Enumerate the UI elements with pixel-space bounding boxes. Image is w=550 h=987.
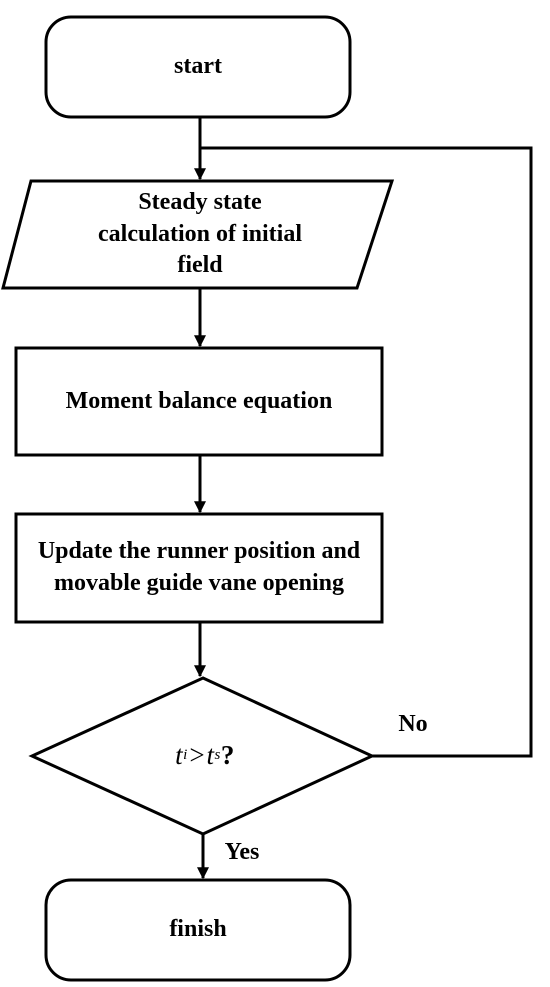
steady-state-label: Steady state calculation of initial fiel… [98, 188, 302, 279]
decision-var-a: t [175, 740, 184, 771]
decision-sub-b: s [214, 747, 221, 764]
update-node [14, 512, 384, 624]
finish-node [44, 878, 352, 982]
start-node [44, 15, 352, 119]
update-label: Update the runner position and movable g… [37, 538, 361, 596]
moment-balance-label: Moment balance equation [65, 387, 333, 414]
decision-var-b: t [206, 740, 215, 771]
no-edge-label: No [398, 711, 428, 738]
start-label: start [174, 53, 222, 80]
edge-no-loop-back [200, 146, 533, 758]
decision-sub-a: i [183, 747, 188, 764]
finish-label: finish [169, 916, 227, 943]
steady-state-node [1, 179, 395, 290]
yes-edge-label: Yes [224, 839, 260, 866]
moment-balance-node [14, 346, 384, 457]
decision-operator: > [187, 740, 207, 771]
decision-question-mark: ? [220, 740, 235, 771]
